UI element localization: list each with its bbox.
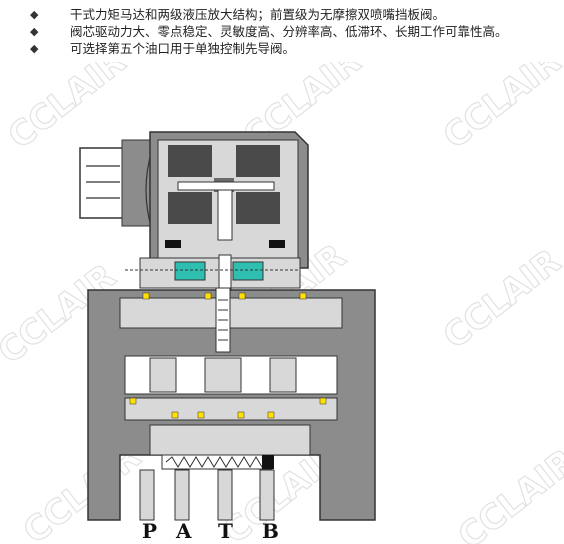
servo-valve-cross-section: CCLAIR CCLAIR CCLAIR CCLAIR CCLAIR CCLAI… bbox=[0, 62, 564, 544]
port-label-a: A bbox=[175, 519, 192, 543]
list-item: ◆ 干式力矩马达和两级液压放大结构；前置级为无摩擦双喷嘴挡板阀。 bbox=[30, 6, 508, 23]
watermark: CCLAIR bbox=[436, 241, 564, 357]
diamond-bullet-icon: ◆ bbox=[30, 25, 39, 38]
feature-text: 可选择第五个油口用于单独控制先导阀。 bbox=[70, 41, 296, 56]
port-label-p: P bbox=[142, 519, 157, 543]
watermark: CCLAIR bbox=[1, 62, 133, 157]
list-item: ◆ 阀芯驱动力大、零点稳定、灵敏度高、分辨率高、低滞环、长期工作可靠性高。 bbox=[30, 23, 508, 40]
seal-markers bbox=[129, 292, 327, 419]
diamond-bullet-icon: ◆ bbox=[30, 8, 39, 21]
valve-diagram-svg: CCLAIR CCLAIR CCLAIR CCLAIR CCLAIR CCLAI… bbox=[0, 62, 564, 544]
right-nozzle bbox=[232, 261, 264, 281]
list-item: ◆ 可选择第五个油口用于单独控制先导阀。 bbox=[30, 40, 508, 57]
diamond-bullet-icon: ◆ bbox=[30, 42, 39, 55]
feature-text: 阀芯驱动力大、零点稳定、灵敏度高、分辨率高、低滞环、长期工作可靠性高。 bbox=[70, 24, 508, 39]
port-label-b: B bbox=[262, 519, 279, 543]
torque-motor-cover bbox=[149, 131, 309, 269]
nozzle-flapper-stage bbox=[125, 254, 301, 296]
watermark: CCLAIR bbox=[436, 62, 564, 157]
watermark: CCLAIR bbox=[451, 441, 564, 544]
port-labels: P A T B bbox=[142, 519, 279, 543]
main-valve-body bbox=[87, 287, 376, 521]
electrical-connector bbox=[79, 139, 153, 231]
port-label-t: T bbox=[218, 519, 233, 543]
feature-text: 干式力矩马达和两级液压放大结构；前置级为无摩擦双喷嘴挡板阀。 bbox=[70, 7, 446, 22]
feature-list: ◆ 干式力矩马达和两级液压放大结构；前置级为无摩擦双喷嘴挡板阀。 ◆ 阀芯驱动力… bbox=[30, 6, 508, 57]
left-nozzle bbox=[174, 261, 206, 281]
